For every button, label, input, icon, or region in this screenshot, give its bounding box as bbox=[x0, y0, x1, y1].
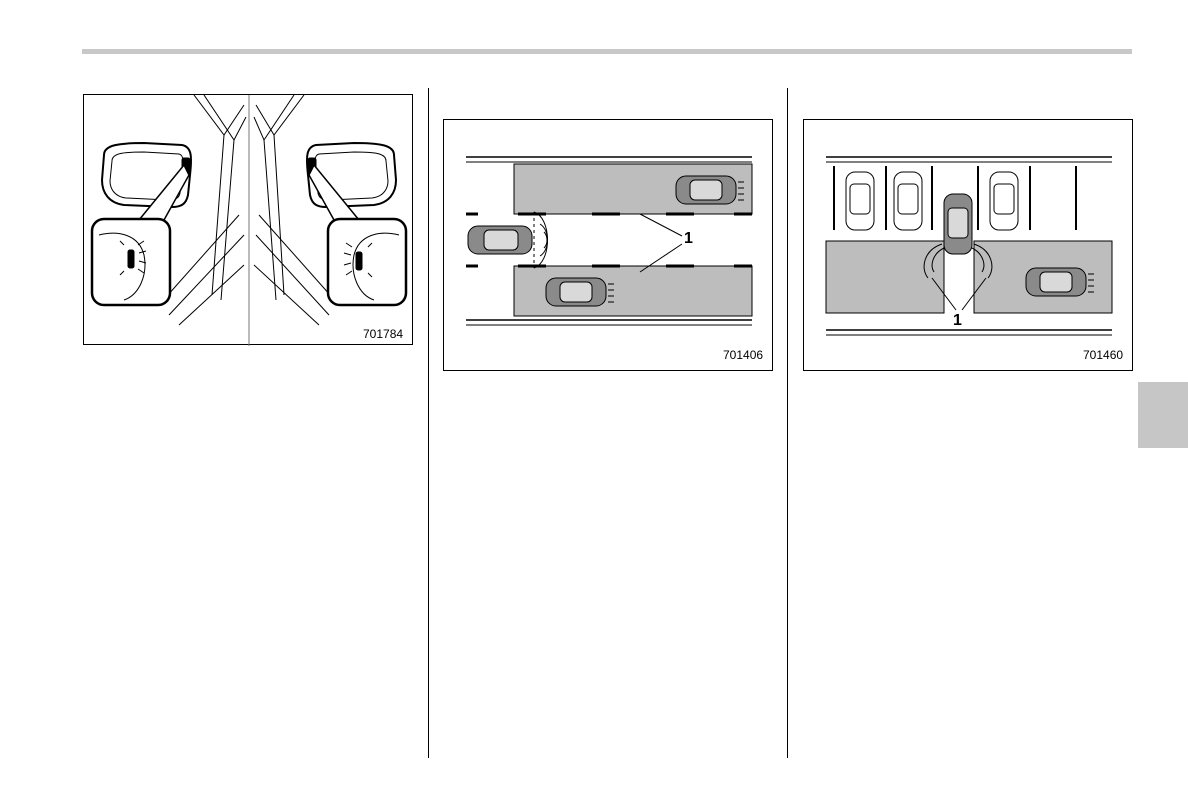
lane-change-illustration bbox=[444, 120, 774, 372]
figure-code: 701460 bbox=[1083, 348, 1123, 362]
mirror-indicator-figure: 701784 bbox=[83, 94, 413, 345]
column-divider-left bbox=[428, 88, 429, 758]
zone-callout-number: 1 bbox=[684, 230, 693, 248]
lane-change-figure: 1 701406 bbox=[443, 119, 773, 371]
figure-code: 701784 bbox=[363, 327, 403, 341]
mirror-illustration bbox=[84, 95, 414, 346]
header-rule bbox=[82, 49, 1132, 54]
figure-code: 701406 bbox=[723, 348, 763, 362]
zone-callout-number: 1 bbox=[953, 312, 962, 330]
column-divider-right bbox=[787, 88, 788, 758]
parking-lot-illustration bbox=[804, 120, 1134, 372]
section-tab bbox=[1138, 382, 1188, 448]
parking-lot-figure: 1 701460 bbox=[803, 119, 1133, 371]
